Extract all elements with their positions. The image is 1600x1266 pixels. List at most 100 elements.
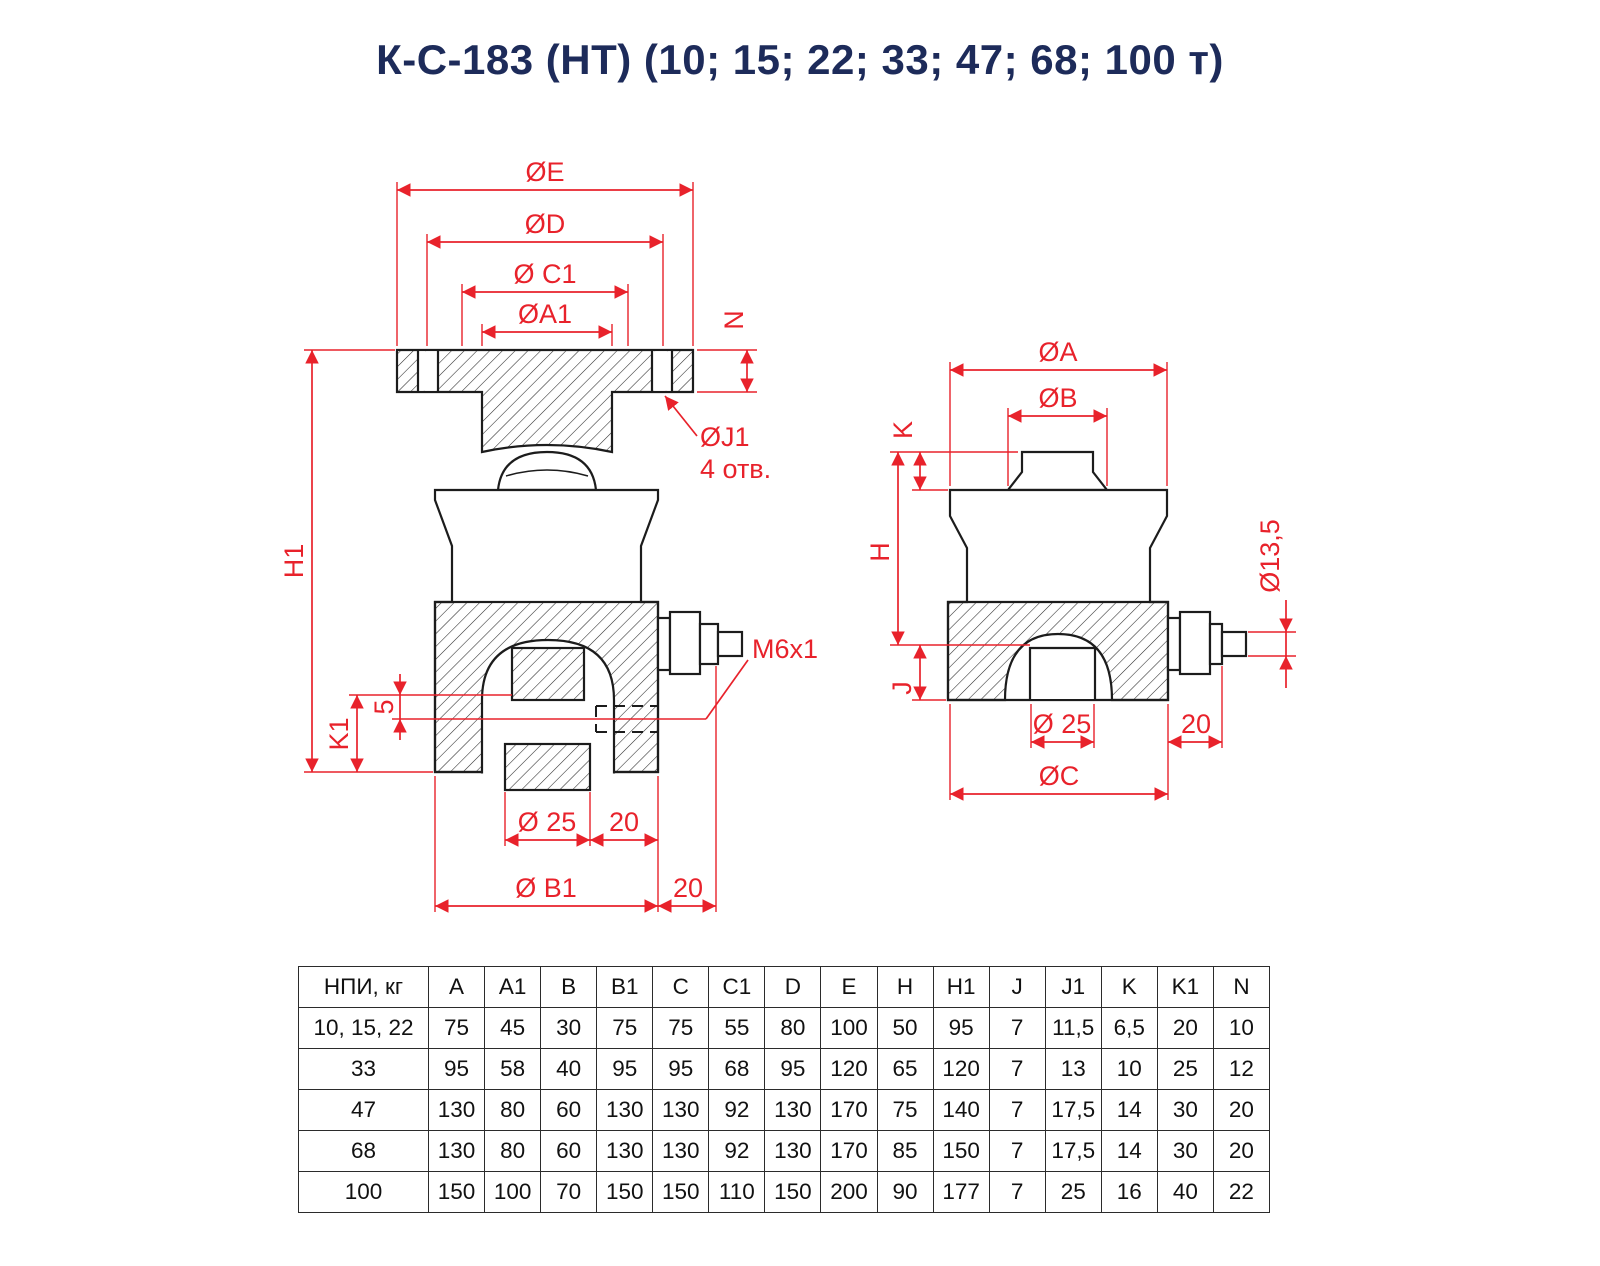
table-cell: 80 — [484, 1130, 542, 1172]
flange-bolt-hole-right — [652, 351, 672, 391]
table-cell: 130 — [427, 1130, 486, 1172]
dim-h1: H1 — [279, 349, 433, 773]
load-button-seat-line — [505, 469, 589, 477]
table-cell: 22 — [1212, 1171, 1271, 1213]
dim-n: N — [697, 310, 757, 393]
table-cell: 75 — [876, 1089, 934, 1131]
flange-bolt-hole-left — [418, 351, 438, 391]
table-header-cell: A — [427, 966, 486, 1008]
technical-drawing: ØE ØD Ø C1 ØA1 — [279, 157, 1296, 913]
table-header-cell: K1 — [1156, 966, 1214, 1008]
table-header-cell: H — [876, 966, 934, 1008]
dim-label-oj1-holes: 4 отв. — [700, 454, 771, 484]
table-cell: 170 — [820, 1089, 878, 1131]
table-cell: 55 — [708, 1007, 766, 1049]
table-cell: 33 — [298, 1048, 429, 1090]
table-header-cell: J — [988, 966, 1046, 1008]
table-cell: 20 — [1156, 1007, 1214, 1049]
dim-label-oa1: ØA1 — [518, 299, 572, 329]
table-cell: 95 — [652, 1048, 710, 1090]
table-cell: 7 — [988, 1007, 1046, 1049]
dim-label-k1: K1 — [324, 717, 354, 750]
table-header-cell: B1 — [596, 966, 654, 1008]
table-header-cell: H1 — [932, 966, 990, 1008]
table-cell: 17,5 — [1044, 1089, 1102, 1131]
table-cell: 30 — [1156, 1130, 1214, 1172]
dim-k1: K1 — [324, 694, 512, 772]
table-cell: 120 — [820, 1048, 878, 1090]
table-cell: 6,5 — [1100, 1007, 1158, 1049]
dim-label-stud-o25: Ø 25 — [518, 807, 577, 837]
table-cell: 68 — [708, 1048, 766, 1090]
dim-label-connector-left: 20 — [673, 873, 703, 903]
table-cell: 150 — [652, 1171, 710, 1213]
table-cell: 20 — [1212, 1089, 1271, 1131]
dim-stud-o25: Ø 25 — [504, 792, 591, 847]
table-header-cell: K — [1100, 966, 1158, 1008]
table-cell: 60 — [540, 1130, 598, 1172]
table-cell: 7 — [988, 1171, 1046, 1213]
dim-oa1: ØA1 — [481, 299, 613, 346]
dim-label-offset5: 5 — [369, 699, 399, 714]
connector-right-view — [1166, 610, 1248, 676]
dim-label-n: N — [719, 310, 749, 330]
dim-label-connector-right: 20 — [1181, 709, 1211, 739]
dim-label-ob1: Ø B1 — [515, 873, 577, 903]
dim-label-j: J — [887, 681, 917, 695]
dim-od: ØD — [426, 209, 664, 346]
table-cell: 14 — [1100, 1089, 1158, 1131]
right-view-drawing: ØA ØB K H J — [865, 337, 1296, 801]
table-cell: 95 — [596, 1048, 654, 1090]
table-cell: 11,5 — [1044, 1007, 1102, 1049]
table-cell: 177 — [932, 1171, 990, 1213]
dim-oa: ØA — [949, 337, 1168, 486]
dim-offset5: 5 — [369, 674, 706, 740]
table-header-cell: C — [652, 966, 710, 1008]
dim-label-oj1: ØJ1 — [700, 422, 750, 452]
table-cell: 65 — [876, 1048, 934, 1090]
table-cell: 130 — [764, 1130, 822, 1172]
top-boss — [1005, 450, 1110, 492]
table-header-cell: D — [764, 966, 822, 1008]
table-cell: 130 — [427, 1089, 486, 1131]
table-cell: 140 — [932, 1089, 990, 1131]
table-cell: 100 — [298, 1171, 429, 1213]
table-header-cell: J1 — [1044, 966, 1102, 1008]
table-header-cell: E — [820, 966, 878, 1008]
table-cell: 130 — [596, 1089, 654, 1131]
dim-label-ob: ØB — [1038, 383, 1077, 413]
table-cell: 80 — [764, 1007, 822, 1049]
table-cell: 170 — [820, 1130, 878, 1172]
table-cell: 50 — [876, 1007, 934, 1049]
table-cell: 10, 15, 22 — [298, 1007, 429, 1049]
table-cell: 75 — [652, 1007, 710, 1049]
table-cell: 10 — [1212, 1007, 1271, 1049]
dim-label-k: K — [888, 421, 918, 439]
mounting-stud — [503, 742, 592, 792]
dim-stud-gap-20: 20 — [590, 776, 659, 912]
table-cell: 92 — [708, 1089, 766, 1131]
dim-ob1: Ø B1 — [434, 776, 658, 913]
table-cell: 95 — [427, 1048, 486, 1090]
load-button — [496, 450, 598, 492]
dim-label-oa: ØA — [1038, 337, 1077, 367]
dim-label-stud-gap: 20 — [609, 807, 639, 837]
sensor-element — [510, 646, 586, 702]
slot-fill — [1031, 649, 1094, 699]
table-cell: 130 — [652, 1089, 710, 1131]
table-cell: 90 — [876, 1171, 934, 1213]
table-cell: 150 — [932, 1130, 990, 1172]
dim-slot-o25: Ø 25 — [1030, 704, 1095, 749]
dim-label-thread: M6x1 — [752, 634, 818, 664]
dim-label-oc1: Ø C1 — [513, 259, 576, 289]
connector-left-view — [656, 610, 744, 676]
table-cell: 110 — [708, 1171, 766, 1213]
dim-oj1: ØJ1 4 отв. — [664, 395, 771, 484]
dim-label-slot: Ø 25 — [1033, 709, 1092, 739]
dim-connector-20-right: 20 — [1168, 666, 1223, 749]
